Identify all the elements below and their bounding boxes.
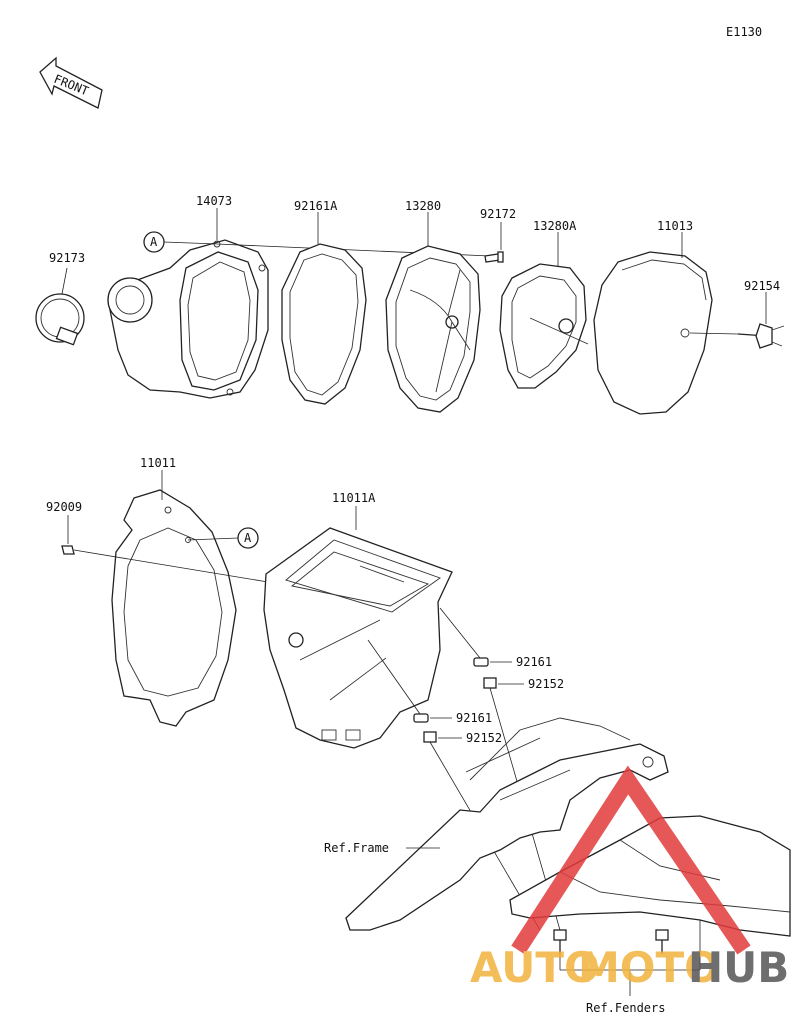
label-11011A: 11011A xyxy=(332,491,376,505)
watermark-moto: MOTO xyxy=(578,943,720,992)
housing-14073 xyxy=(107,239,269,399)
damper-92161-lower xyxy=(413,713,429,723)
screw-92009 xyxy=(61,545,75,555)
label-92172: 92172 xyxy=(480,207,516,221)
label-92152-upper: 92152 xyxy=(528,677,564,691)
label-11011: 11011 xyxy=(140,456,176,470)
collar-92152-lower xyxy=(423,731,437,743)
front-arrow-icon: FRONT xyxy=(39,56,103,109)
collar-92152-upper xyxy=(483,677,497,689)
diagram-code: E1130 xyxy=(726,25,762,39)
ref-marker-top: A xyxy=(143,231,165,253)
label-14073: 14073 xyxy=(196,194,232,208)
ref-marker-bottom-label: A xyxy=(244,531,252,545)
label-92161A: 92161A xyxy=(294,199,338,213)
fender-bolt-right xyxy=(655,929,669,954)
fender-ref xyxy=(509,815,791,937)
holder-13280A xyxy=(499,263,589,389)
label-11013: 11013 xyxy=(657,219,693,233)
watermark-auto: AUTO xyxy=(470,943,600,992)
label-13280A: 13280A xyxy=(533,219,577,233)
screw-92172 xyxy=(484,251,504,263)
cage-13280 xyxy=(385,245,481,413)
label-ref-fenders: Ref.Fenders xyxy=(586,1001,665,1015)
ref-marker-top-label: A xyxy=(150,235,158,249)
frame-ref xyxy=(345,717,669,931)
automotohub-watermark-logo: AUTO MOTO HUB xyxy=(470,765,789,992)
watermark-hub: HUB xyxy=(688,943,789,992)
cover-plate-11011 xyxy=(111,489,237,727)
label-92161-lower: 92161 xyxy=(456,711,492,725)
label-ref-frame: Ref.Frame xyxy=(324,841,389,855)
bolt-92154 xyxy=(737,323,785,349)
label-92009: 92009 xyxy=(46,500,82,514)
filter-element-11013 xyxy=(593,251,713,415)
fender-bolt-left xyxy=(553,929,567,954)
damper-92161-upper xyxy=(473,657,489,667)
label-13280: 13280 xyxy=(405,199,441,213)
label-92152-lower: 92152 xyxy=(466,731,502,745)
gasket-92161A xyxy=(281,243,367,405)
label-92173: 92173 xyxy=(49,251,85,265)
clamp-92173 xyxy=(35,293,85,346)
label-92161-upper: 92161 xyxy=(516,655,552,669)
label-92154: 92154 xyxy=(744,279,780,293)
ref-marker-bottom: A xyxy=(237,527,259,549)
